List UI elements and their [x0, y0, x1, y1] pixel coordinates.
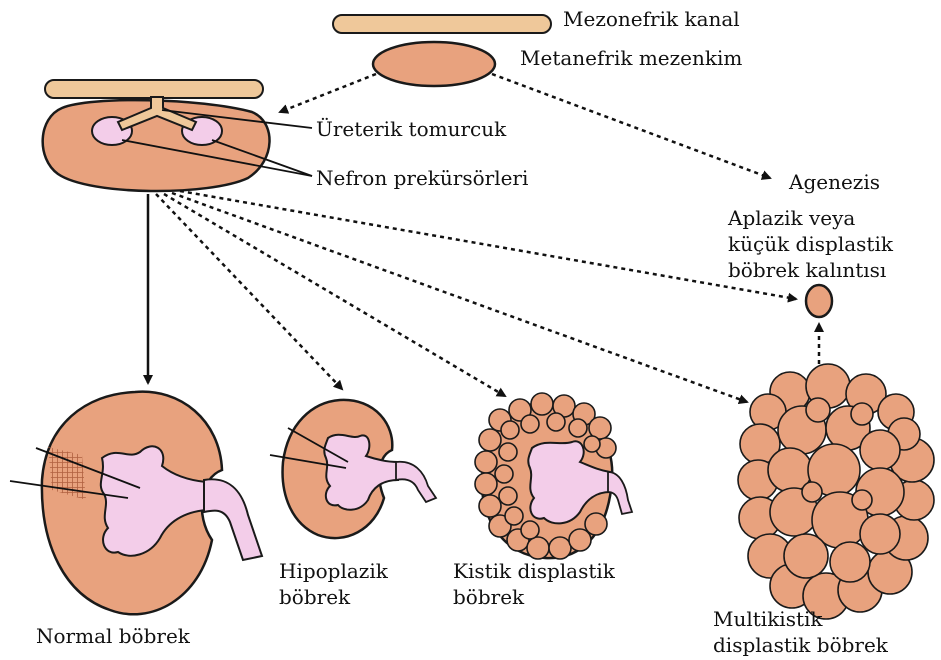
mesonephric-duct-tube	[333, 15, 551, 33]
arrow-mesenchyme-to-agenesis	[492, 74, 770, 178]
label-multicystic-line2: displastik böbrek	[713, 634, 888, 656]
label-normal-kidney: Normal böbrek	[36, 625, 190, 647]
cystic-kidney-ureter	[608, 472, 632, 514]
arrow-to-hypoplastic	[156, 194, 342, 389]
multicystic-kidney	[738, 364, 934, 619]
label-aplastic-line3: böbrek kalıntısı	[728, 259, 886, 281]
label-agenesis: Agenezis	[789, 171, 880, 193]
label-metanephric-mesenchyme: Metanefrik mezenkim	[520, 47, 742, 69]
metanephric-mesenchyme-blob	[373, 42, 495, 86]
label-hypoplastic-line1: Hipoplazik	[279, 560, 388, 582]
label-ureteric-bud: Üreterik tomurcuk	[316, 118, 506, 140]
arrow-to-multicystic	[172, 193, 747, 402]
developing-duct-tube	[45, 80, 263, 98]
label-cystic-line2: böbrek	[453, 586, 524, 608]
label-aplastic-line2: küçük displastik	[728, 233, 893, 255]
label-multicystic-line1: Multikistik	[713, 608, 823, 630]
hypoplastic-kidney-ureter	[396, 462, 436, 502]
arrow-mesenchyme-to-developing	[280, 74, 376, 112]
label-aplastic-line1: Aplazik veya	[728, 207, 855, 229]
normal-kidney-ureter	[204, 479, 262, 560]
arrow-to-aplastic	[180, 191, 796, 299]
label-hypoplastic-line2: böbrek	[279, 586, 350, 608]
label-mesonephric-duct: Mezonefrik kanal	[563, 8, 740, 30]
label-cystic-line1: Kistik displastik	[453, 560, 615, 582]
aplastic-remnant	[806, 285, 832, 317]
label-nephron-precursors: Nefron prekürsörleri	[316, 167, 528, 189]
